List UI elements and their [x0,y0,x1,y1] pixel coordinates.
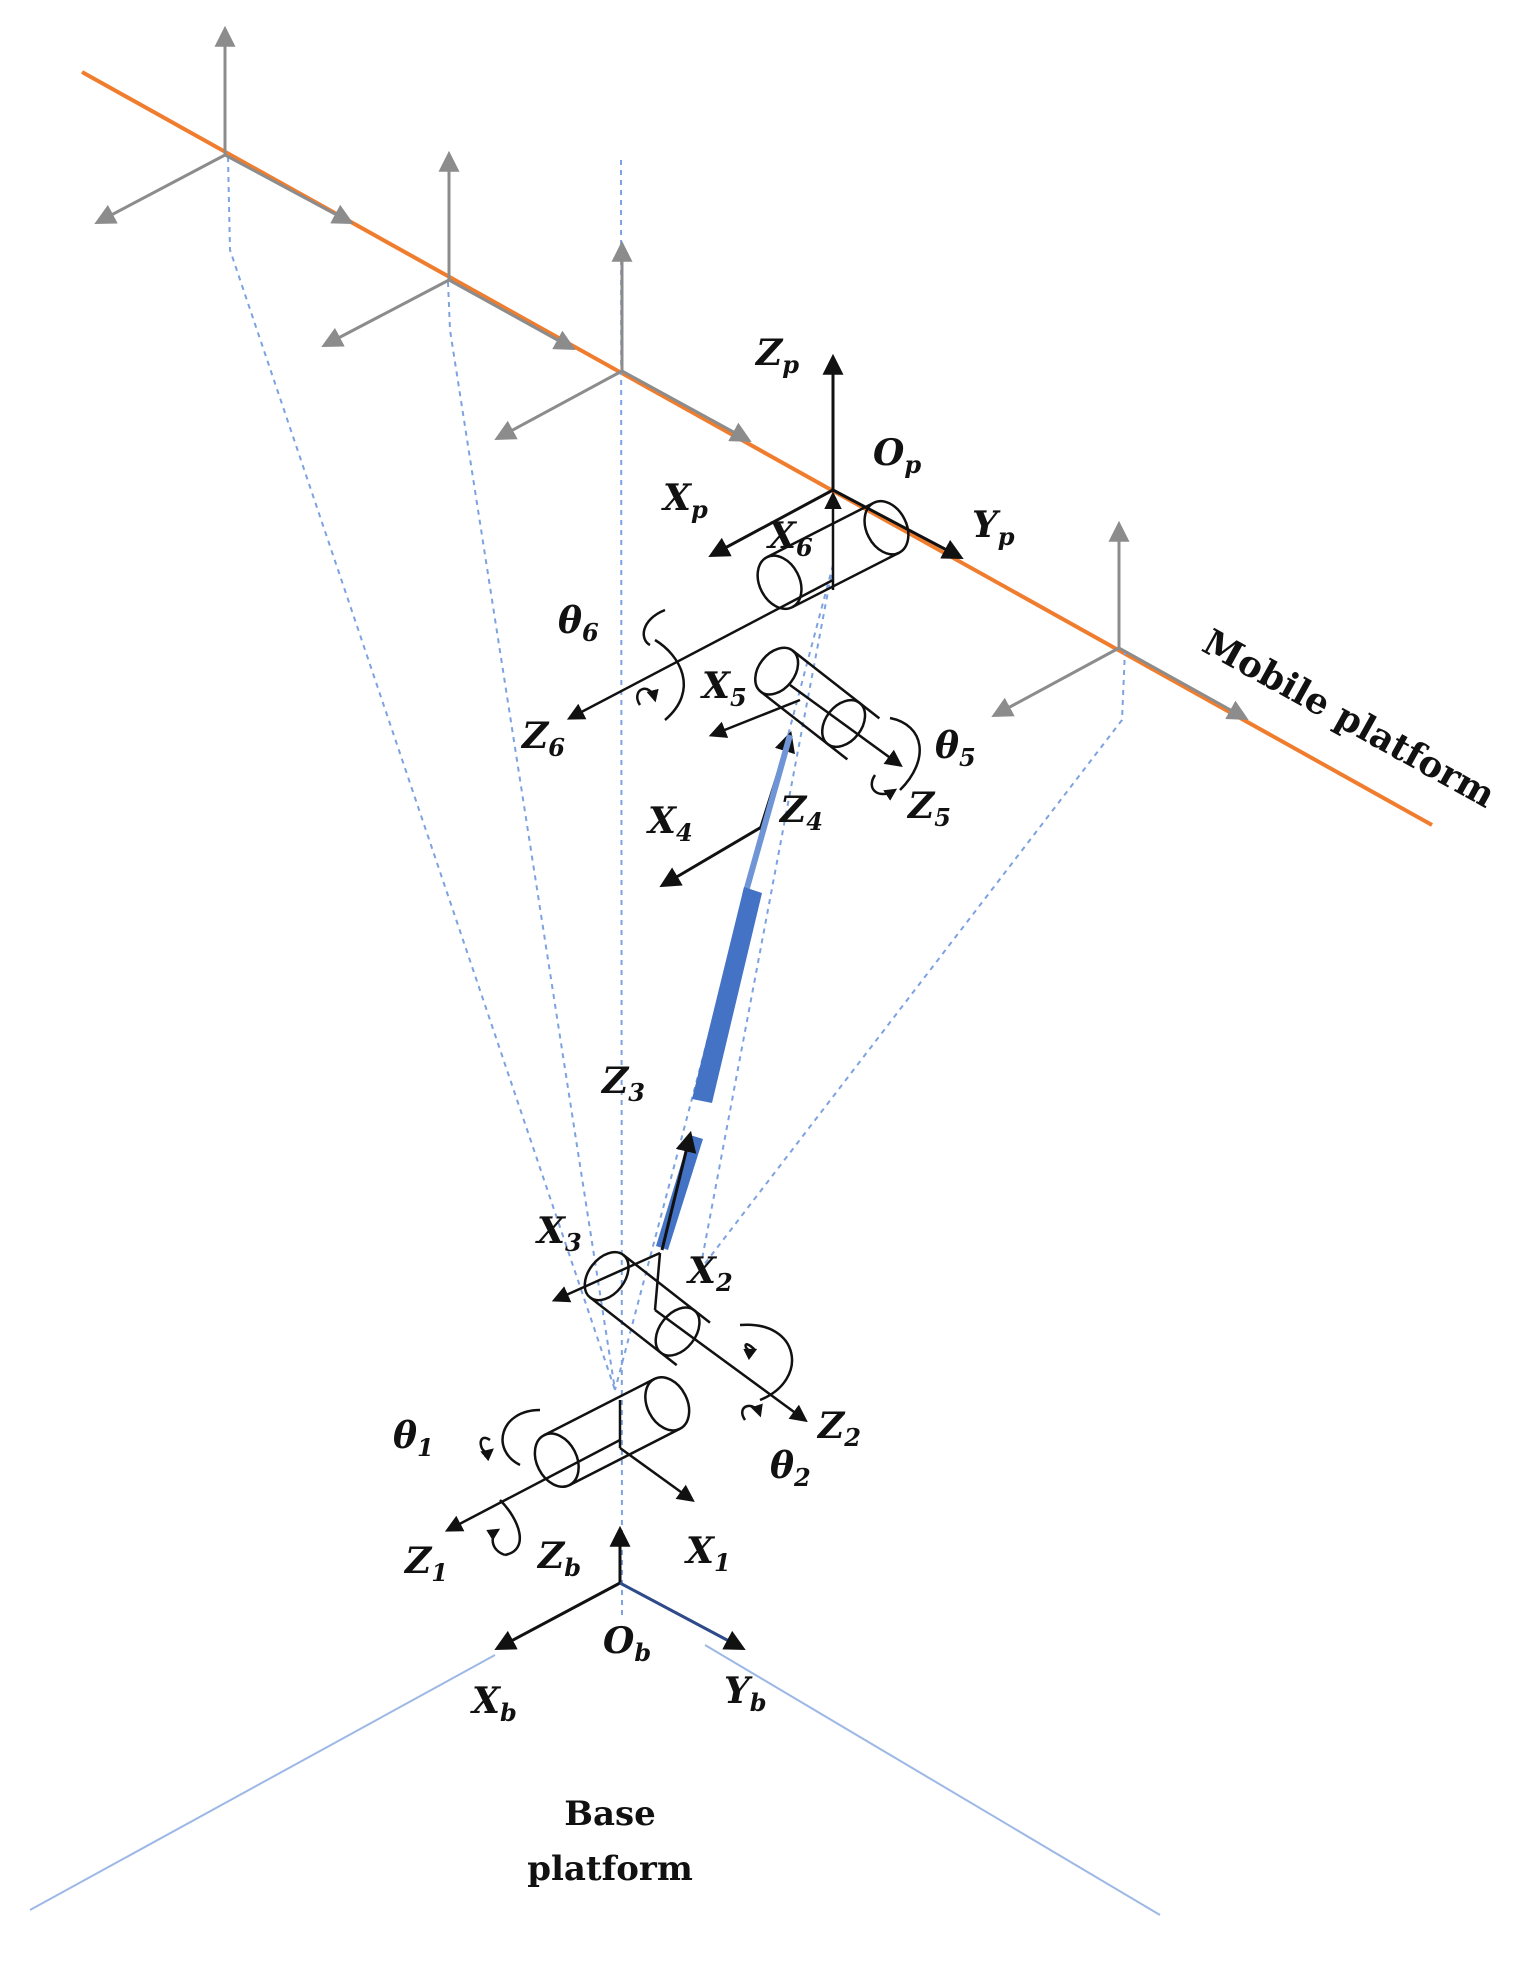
label-theta5: θ5 [935,725,976,772]
label-Op: Op [873,432,921,479]
label-Xp: Xp [661,477,708,524]
joint-6-cylinder [566,491,910,721]
label-Z1: Z1 [403,1540,448,1587]
label-theta1: θ1 [393,1415,434,1462]
label-X3: X3 [535,1210,582,1257]
label-Yb: Yb [724,1670,766,1717]
base-platform-frame [494,1525,746,1650]
prismatic-actuator [656,734,793,1251]
label-Yp: Yp [972,504,1015,551]
labels: Zp Op Xp Yp X6 θ6 Z6 X5 θ5 Z5 X4 Z4 Z3 X… [393,332,1502,1889]
label-Z6: Z6 [520,715,565,762]
label-Z4: Z4 [778,789,823,836]
label-Xb: Xb [470,1680,517,1727]
label-Z3: Z3 [600,1060,645,1107]
joint-5-cylinder [708,646,921,801]
gray-frame-2 [321,150,576,351]
label-base-platform-line1: Base [564,1794,656,1834]
dashed-legs [227,156,1126,1621]
gray-frame-3 [494,240,752,443]
label-X4: X4 [646,800,693,847]
label-X5: X5 [700,665,747,712]
mobile-platform-edge [81,70,1433,827]
label-X2: X2 [686,1250,733,1297]
label-base-platform-line2: platform [527,1849,693,1889]
label-X1: X1 [684,1530,731,1577]
joint-1-cylinder [444,1376,695,1557]
label-Zb: Zb [536,1535,581,1582]
label-Ob: Ob [603,1620,651,1667]
label-X6: X6 [766,515,813,562]
label-theta2: θ2 [770,1445,811,1492]
gray-frame-1 [94,25,354,224]
joint-2-cylinder [551,1250,808,1423]
base-platform-edges [29,1644,1161,1916]
label-Zp: Zp [754,332,799,379]
label-Z5: Z5 [906,785,951,832]
label-Z2: Z2 [816,1405,861,1452]
gray-frame-4 [991,520,1249,721]
mobile-platform-frame [708,353,964,559]
label-theta6: θ6 [558,600,599,647]
